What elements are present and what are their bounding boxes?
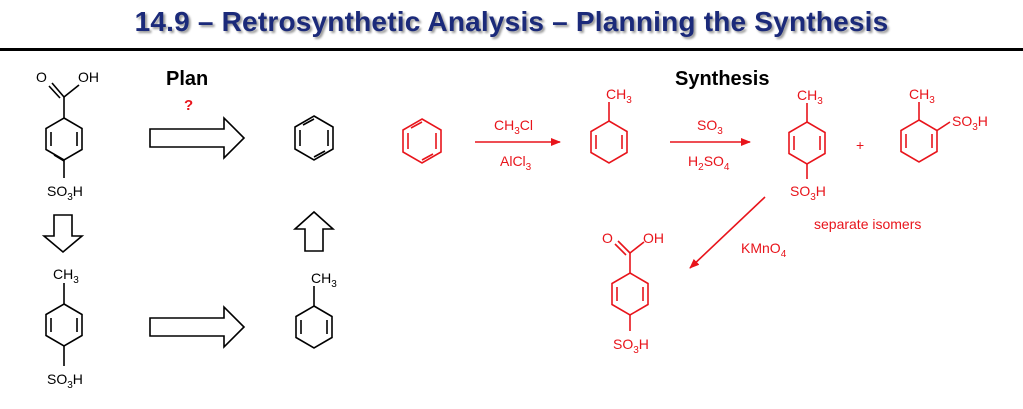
plan-up-arrow	[292, 210, 336, 252]
step1-reagent-bottom: AlCl3	[500, 153, 532, 173]
title-rule	[0, 48, 1023, 51]
product-oh-label: OH	[643, 230, 664, 246]
synthesis-heading: Synthesis	[675, 68, 770, 90]
para-isomer-molecule	[788, 103, 826, 179]
step2-reagent-bottom: H2SO4	[688, 153, 730, 173]
ortho-so3h-label: SO3H	[952, 113, 988, 133]
target-oh-label: OH	[78, 69, 99, 85]
intermediate-so3h-label: SO3H	[47, 371, 83, 391]
plan-heading: Plan	[166, 68, 209, 90]
plus-sign: +	[856, 137, 864, 153]
toluene-molecule	[590, 102, 628, 164]
step3-reagent: KMnO4	[741, 240, 787, 260]
ortho-ch3-label: CH3	[909, 86, 935, 106]
para-so3h-label: SO3H	[790, 183, 826, 203]
intermediate-molecule	[45, 283, 83, 366]
target-acid-molecule	[45, 82, 83, 178]
product-so3h-label: SO3H	[613, 336, 649, 356]
plan-benzene-molecule	[294, 115, 334, 161]
step2-reagent-top: SO3	[697, 117, 723, 137]
ortho-isomer-molecule	[900, 102, 951, 163]
plan-right-arrow-top	[149, 116, 246, 160]
benzene-molecule	[402, 118, 442, 164]
toluene-ch3-label: CH3	[606, 86, 632, 106]
product-acid-molecule	[611, 240, 649, 331]
step1-reagent-top: CH3Cl	[494, 117, 533, 137]
target-oxygen-label: O	[36, 69, 47, 85]
plan-toluene-molecule	[295, 286, 333, 349]
slide-title: 14.9 – Retrosynthetic Analysis – Plannin…	[134, 6, 889, 37]
intermediate-ch3-label: CH3	[53, 266, 79, 286]
plan-right-arrow-bottom	[149, 305, 246, 349]
reaction-arrow-3	[689, 196, 766, 269]
plan-down-arrow	[41, 214, 85, 254]
product-oxygen-label: O	[602, 230, 613, 246]
separate-isomers-note: separate isomers	[814, 216, 921, 232]
plan-question-mark: ?	[184, 97, 193, 114]
para-ch3-label: CH3	[797, 87, 823, 107]
plan-toluene-ch3-label: CH3	[311, 270, 337, 290]
target-so3h-label: SO3H	[47, 183, 83, 203]
